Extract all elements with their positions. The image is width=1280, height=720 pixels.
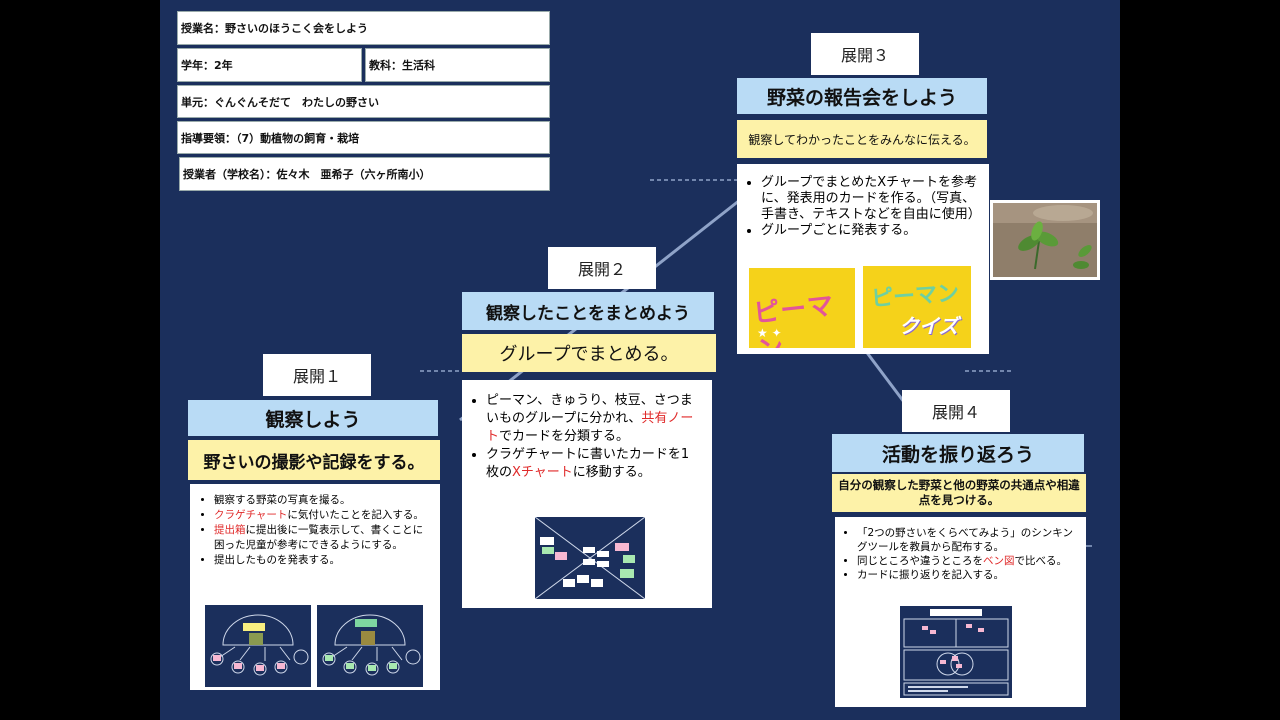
stage4-bullet: 同じところや違うところをベン図で比べる。	[857, 554, 1078, 568]
stage1-subtitle: 野さいの撮影や記録をする。	[188, 440, 440, 480]
stage3-title: 野菜の報告会をしよう	[737, 78, 987, 114]
stage2-label: 展開２	[548, 247, 656, 289]
jellyfish-chart-image	[317, 605, 423, 687]
venn-diagram-thumbnail	[900, 606, 1012, 698]
card-title: ピーマン	[870, 275, 960, 313]
x-chart-image	[535, 517, 645, 599]
stage2-bullet: クラゲチャートに書いたカードを1枚のXチャートに移動する。	[486, 446, 702, 482]
jellyfish-chart-thumbnail	[205, 605, 311, 687]
stage1-label: 展開１	[263, 354, 371, 396]
jellyfish-chart-thumbnail	[317, 605, 423, 687]
stage4-title: 活動を振り返ろう	[832, 434, 1084, 472]
stage3-bullet: グループごとに発表する。	[761, 223, 979, 239]
teacher: 授業者（学校名）：佐々木 亜希子（六ヶ所南小）	[179, 157, 550, 191]
stage1-bullet: 提出したものを発表する。	[214, 553, 432, 568]
lesson-name: 授業名：野さいのほうこく会をしよう	[177, 11, 550, 45]
stage2-bullets: ピーマン、きゅうり、枝豆、さつまいものグループに分かれ、共有ノートでカードを分類…	[468, 392, 702, 482]
slide: 授業名：野さいのほうこく会をしよう 学年：2年 教科：生活科 単元：ぐんぐんそだ…	[160, 0, 1120, 720]
stage4-subtitle: 自分の観察した野菜と他の野菜の共通点や相違点を見つける。	[832, 474, 1086, 512]
subject: 教科：生活科	[365, 48, 550, 82]
x-chart-thumbnail	[535, 517, 645, 599]
sparkle-icon: ★ ✦	[757, 326, 782, 340]
stage1-bullet: クラゲチャートに気付いたことを記入する。	[214, 508, 432, 523]
guideline: 指導要領：（7）動植物の飼育・栽培	[177, 121, 550, 154]
stage3-bullet: グループでまとめたXチャートを参考に、発表用のカードを作る。（写真、手書き、テキ…	[761, 175, 979, 223]
venn-diagram-image	[900, 606, 1012, 698]
stage3-bullets: グループでまとめたXチャートを参考に、発表用のカードを作る。（写真、手書き、テキ…	[743, 175, 979, 239]
stage3-label: 展開３	[811, 33, 919, 75]
pepper-plant-photo-frame	[990, 200, 1100, 280]
stage4-label: 展開４	[902, 390, 1010, 432]
stage1-title: 観察しよう	[188, 400, 438, 436]
grade: 学年：2年	[177, 48, 362, 82]
stage4-bullet: カードに振り返りを記入する。	[857, 568, 1078, 582]
stage1-bullet: 提出箱に提出後に一覧表示して、書くことに困った児童が参考にできるようにする。	[214, 523, 432, 553]
stage2-title: 観察したことをまとめよう	[462, 292, 714, 330]
stage4-bullet: 「2つの野さいをくらべてみよう」のシンキングツールを教員から配布する。	[857, 526, 1078, 554]
unit: 単元：ぐんぐんそだて わたしの野さい	[177, 85, 550, 118]
presentation-card-quiz: ピーマン クイズ	[863, 266, 971, 348]
stage4-bullets: 「2つの野さいをくらべてみよう」のシンキングツールを教員から配布する。 同じとこ…	[839, 526, 1078, 582]
stage2-subtitle: グループでまとめる。	[462, 334, 716, 372]
presentation-card-pepper: ピーマン ★ ✦	[749, 268, 855, 348]
stage1-bullet: 観察する野菜の写真を撮る。	[214, 493, 432, 508]
stage2-bullet: ピーマン、きゅうり、枝豆、さつまいものグループに分かれ、共有ノートでカードを分類…	[486, 392, 702, 446]
stage3-subtitle: 観察してわかったことをみんなに伝える。	[737, 120, 987, 158]
stage1-bullets: 観察する野菜の写真を撮る。 クラゲチャートに気付いたことを記入する。 提出箱に提…	[196, 493, 432, 568]
card-subtitle: クイズ	[899, 310, 958, 339]
jellyfish-chart-image	[205, 605, 311, 687]
pepper-plant-photo	[993, 203, 1097, 277]
